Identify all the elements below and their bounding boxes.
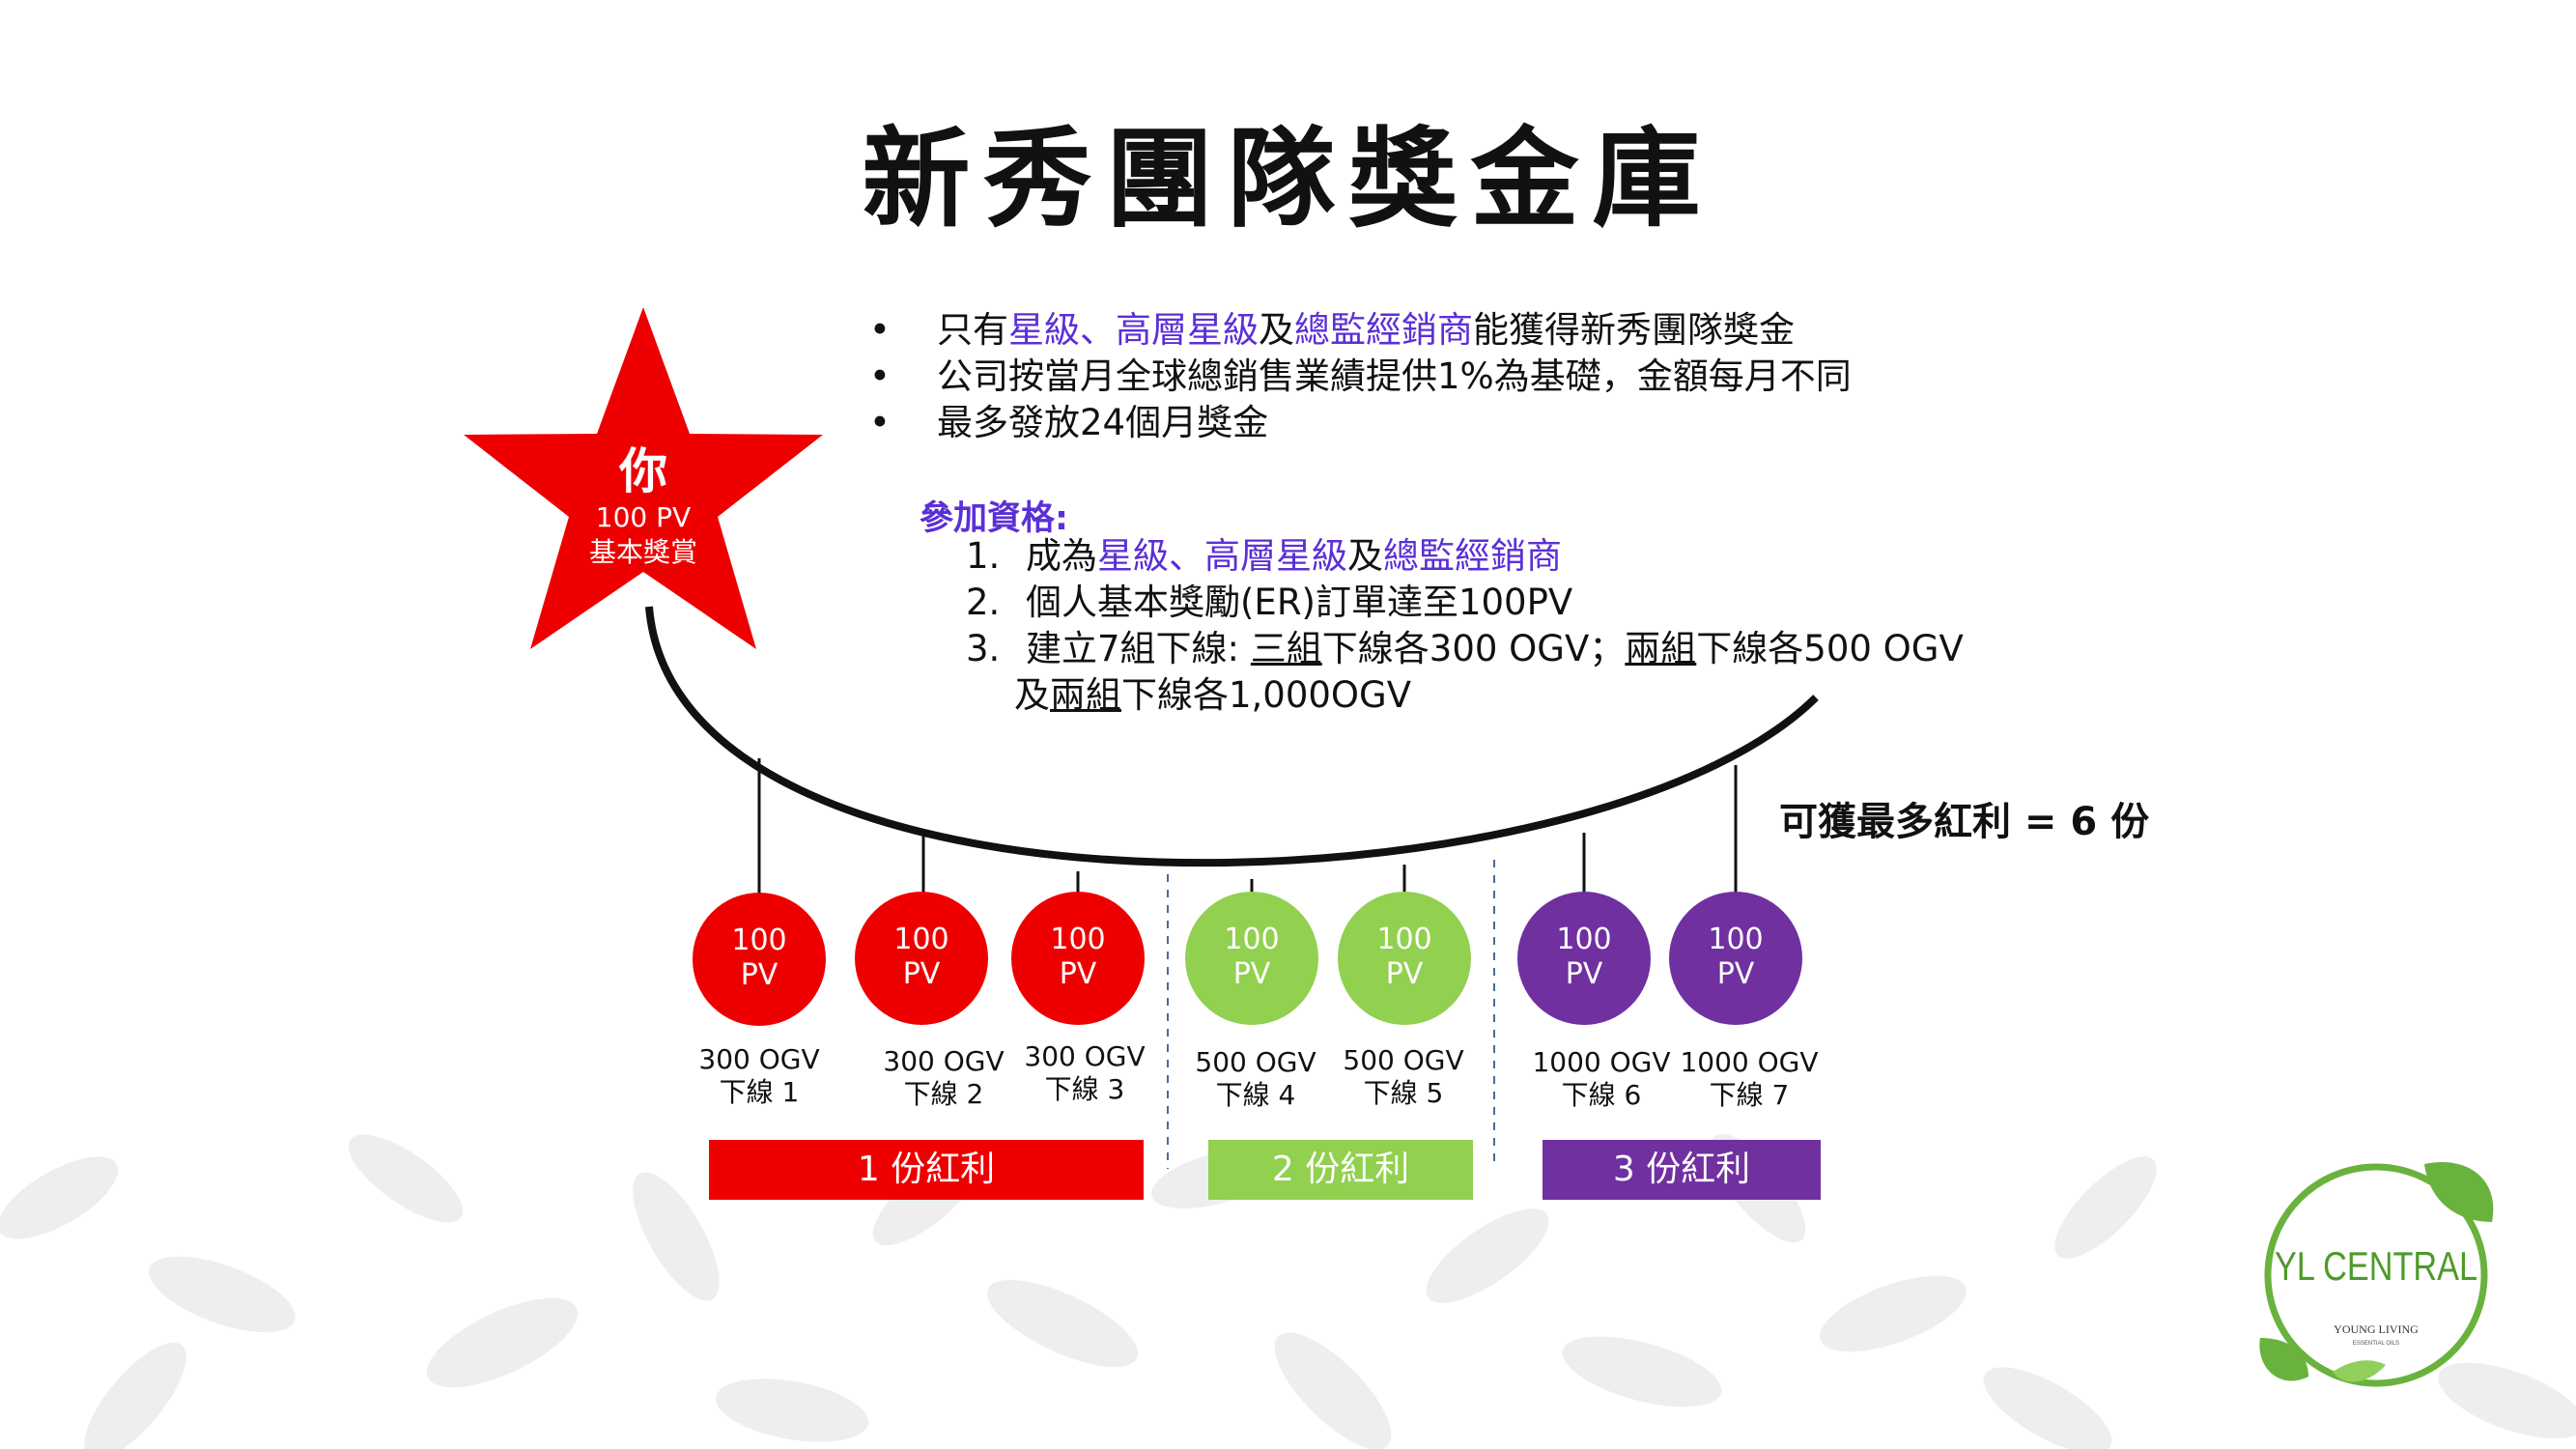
- star-pv-label: 100 PV: [595, 501, 692, 533]
- team-arc: [645, 606, 1819, 867]
- yl-central-logo: YL CENTRAL YOUNG LIVING ESSENTIAL OILS: [2259, 1162, 2494, 1387]
- group-dividers: [1167, 860, 1495, 1169]
- connector-lines: [757, 758, 1738, 913]
- info-bullet-list: 只有星級、高層星級及總監經銷商能獲得新秀團隊獎金 公司按當月全球總銷售業績提供1…: [869, 307, 1852, 446]
- star-you-label: 你: [619, 443, 667, 499]
- star-label-group: 你 100 PV 基本獎賞: [547, 442, 740, 570]
- bullet-item: 最多發放24個月獎金: [869, 400, 1852, 446]
- bullet-item: 只有星級、高層星級及總監經銷商能獲得新秀團隊獎金: [869, 307, 1852, 354]
- group-bar-1: 1 份紅利: [709, 1140, 1144, 1200]
- requirement-item: 1.成為星級、高層星級及總監經銷商: [966, 535, 1562, 577]
- bullet-item: 公司按當月全球總銷售業績提供1%為基礎，金額每月不同: [869, 354, 1852, 400]
- logo-main-text: YL CENTRAL: [2275, 1243, 2477, 1289]
- requirement-continuation: 及兩組下線各1,000OGV: [1014, 674, 1412, 716]
- star-shape: [464, 307, 823, 649]
- requirement-item: 3.建立7組下線: 三組下線各300 OGV；兩組下線各500 OGV: [966, 628, 1964, 669]
- star-bonus-label: 基本獎賞: [588, 536, 697, 568]
- page-title: 新秀團隊獎金庫: [862, 117, 1714, 242]
- requirements-title: 參加資格:: [920, 499, 1068, 538]
- logo-sub-text: YOUNG LIVING: [2334, 1322, 2419, 1336]
- requirement-item: 2.個人基本獎勵(ER)訂單達至100PV: [966, 582, 1573, 623]
- requirements-list: 1.成為星級、高層星級及總監經銷商 2.個人基本獎勵(ER)訂單達至100PV …: [966, 533, 1964, 672]
- logo-tiny-text: ESSENTIAL OILS: [2353, 1341, 2399, 1347]
- max-bonus-label: 可獲最多紅利 = 6 份: [1779, 800, 2150, 844]
- group-bar-2: 2 份紅利: [1208, 1140, 1473, 1200]
- group-bar-3: 3 份紅利: [1543, 1140, 1821, 1200]
